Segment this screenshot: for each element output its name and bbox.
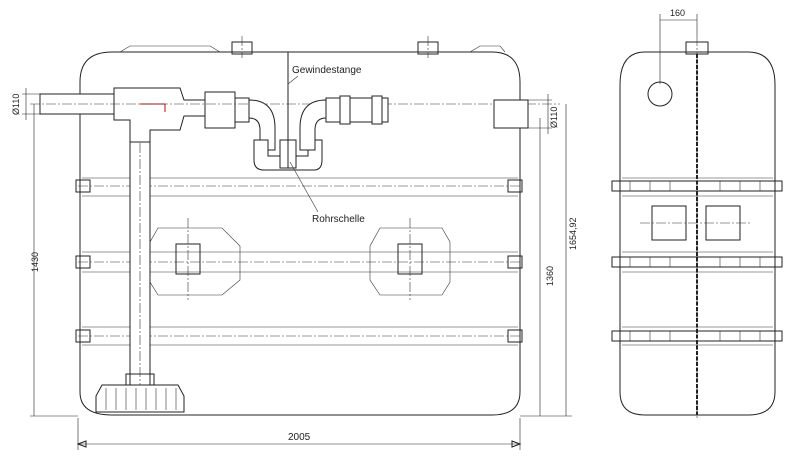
side-tank-outline <box>619 51 776 416</box>
side-band-3 <box>611 330 783 342</box>
outlet-port <box>493 99 529 129</box>
dim-diam-inlet: Ø110 <box>11 94 21 115</box>
side-view: 160 <box>611 8 783 420</box>
recess-panel-left <box>149 227 241 296</box>
side-inlet-circle <box>647 81 673 107</box>
tank-outline <box>79 51 521 416</box>
dim-diam-outlet: Ø110 <box>549 107 559 128</box>
inlet-fitting <box>113 87 206 143</box>
side-band-1 <box>611 180 783 192</box>
foot-basket <box>95 384 185 413</box>
dim-side-pipe: 160 <box>670 8 685 18</box>
dim-height-total: 1430 <box>30 252 40 272</box>
front-view: Gewindestange Rohrschelle Ø110 1430 Ø110… <box>11 36 578 450</box>
dim-height-inlet: 1654,92 <box>568 217 578 250</box>
side-band-2 <box>611 256 783 268</box>
siphon-u <box>253 139 323 171</box>
dim-height-tank: 1360 <box>545 266 555 286</box>
label-rohrschelle: Rohrschelle <box>312 214 365 225</box>
label-gewindestange: Gewindestange <box>292 65 362 76</box>
dim-width-front: 2005 <box>288 432 311 443</box>
recess-panel-right <box>369 227 451 296</box>
